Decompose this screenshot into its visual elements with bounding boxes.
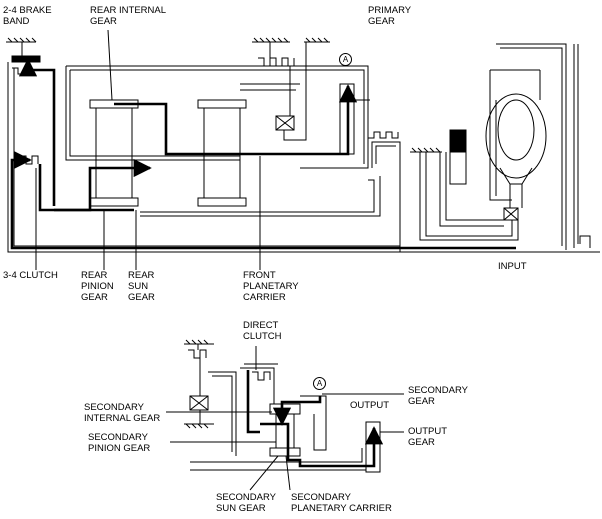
ground-hatch-top-2 [304,37,330,43]
flow-to-primary [114,84,358,156]
lower-gear-train [166,339,404,491]
lower-power-flow [246,370,384,468]
label-input: INPUT [498,261,527,272]
label-front-planetary-carrier: FRONT PLANETARY CARRIER [243,270,299,303]
one-way-clutch-upper [275,115,295,131]
flow-clutch-to-rear [38,158,152,212]
torque-converter-outer [485,93,547,179]
label-secondary-sun-gear: SECONDARY SUN GEAR [216,492,277,514]
torque-converter-inner [497,99,535,161]
upper-gear-train [6,37,600,253]
label-rear-internal-gear: REAR INTERNAL GEAR [90,5,167,27]
ground-hatch-top-1 [252,37,290,43]
ground-hatch-brake [6,37,37,43]
marker-a-lower: A [313,377,326,390]
one-way-clutch-right [503,207,519,221]
front-carrier-bottom [197,197,247,207]
label-secondary-gear: SECONDARY GEAR [408,385,469,407]
marker-a-upper: A [339,53,352,66]
label-34-clutch: 3-4 CLUTCH [3,270,58,281]
label-brake-band: 2-4 BRAKE BAND [3,5,52,27]
front-carrier-top [197,99,247,109]
ground-hatch-bottom-top [184,339,214,345]
label-direct-clutch: DIRECT CLUTCH [243,320,282,342]
clutch-34 [20,155,39,165]
upper-power-flow [10,60,516,250]
label-secondary-pinion-gear: SECONDARY PINION GEAR [88,432,151,454]
label-rear-pinion-gear: REAR PINION GEAR [81,270,114,303]
label-primary-gear: PRIMARY GEAR [368,5,412,27]
label-secondary-planetary-carrier: SECONDARY PLANETARY CARRIER [291,492,392,514]
flow-input-to-34clutch [10,150,516,250]
leader-secondary-sun [249,455,279,491]
flow-to-secondary-internal [272,396,322,426]
rear-sun-gear-block [89,197,139,207]
brake-band [11,55,41,63]
ground-hatch-right [410,147,442,153]
secondary-internal-block [269,403,301,415]
one-way-clutch-lower [189,395,209,411]
output-gear-block [365,421,381,473]
label-rear-sun-gear: REAR SUN GEAR [128,270,155,303]
flow-to-output [260,422,384,468]
label-secondary-internal-gear: SECONDARY INTERNAL GEAR [84,402,161,424]
label-output: OUTPUT [350,400,390,411]
flow-direct-clutch [246,370,260,434]
secondary-sun-block [269,447,301,457]
direct-clutch [252,371,271,381]
ground-hatch-bottom-low [184,423,214,429]
flow-to-brake [28,60,134,212]
label-output-gear: OUTPUT GEAR [408,426,448,448]
leader-rear-internal [107,29,113,101]
leader-secondary-carrier [285,455,291,491]
